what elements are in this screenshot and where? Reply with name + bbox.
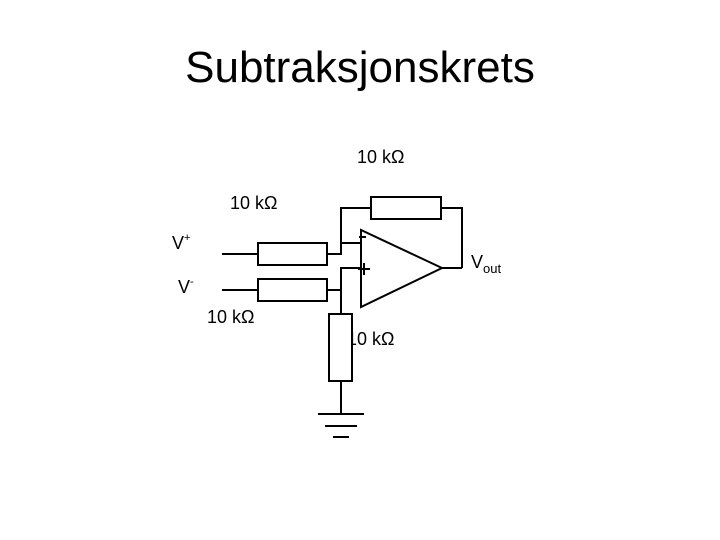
diagram-title: Subtraksjonskrets — [185, 43, 535, 92]
input-resistor-bottom-label: 10 kΩ — [207, 307, 255, 327]
ground-resistor-label: 10 kΩ — [347, 329, 395, 349]
input-resistor-top — [257, 242, 328, 266]
feedback-wire-left — [340, 207, 371, 243]
opamp-plus-sign — [358, 263, 370, 275]
v-out-label: Vout — [471, 252, 502, 276]
v-minus-label: V- — [178, 276, 194, 297]
ground-resistor — [328, 313, 353, 382]
opamp-symbol — [360, 228, 445, 309]
ground-icon — [318, 413, 364, 438]
feedback-resistor-label: 10 kΩ — [357, 147, 405, 167]
v-plus-label: V+ — [172, 232, 191, 253]
feedback-resistor — [370, 196, 442, 220]
inverting-input-wire — [327, 242, 361, 255]
input-resistor-top-label: 10 kΩ — [230, 193, 278, 213]
feedback-wire-right — [441, 207, 463, 268]
input-resistor-bottom — [257, 278, 328, 302]
noninverting-input-wire — [327, 267, 361, 291]
